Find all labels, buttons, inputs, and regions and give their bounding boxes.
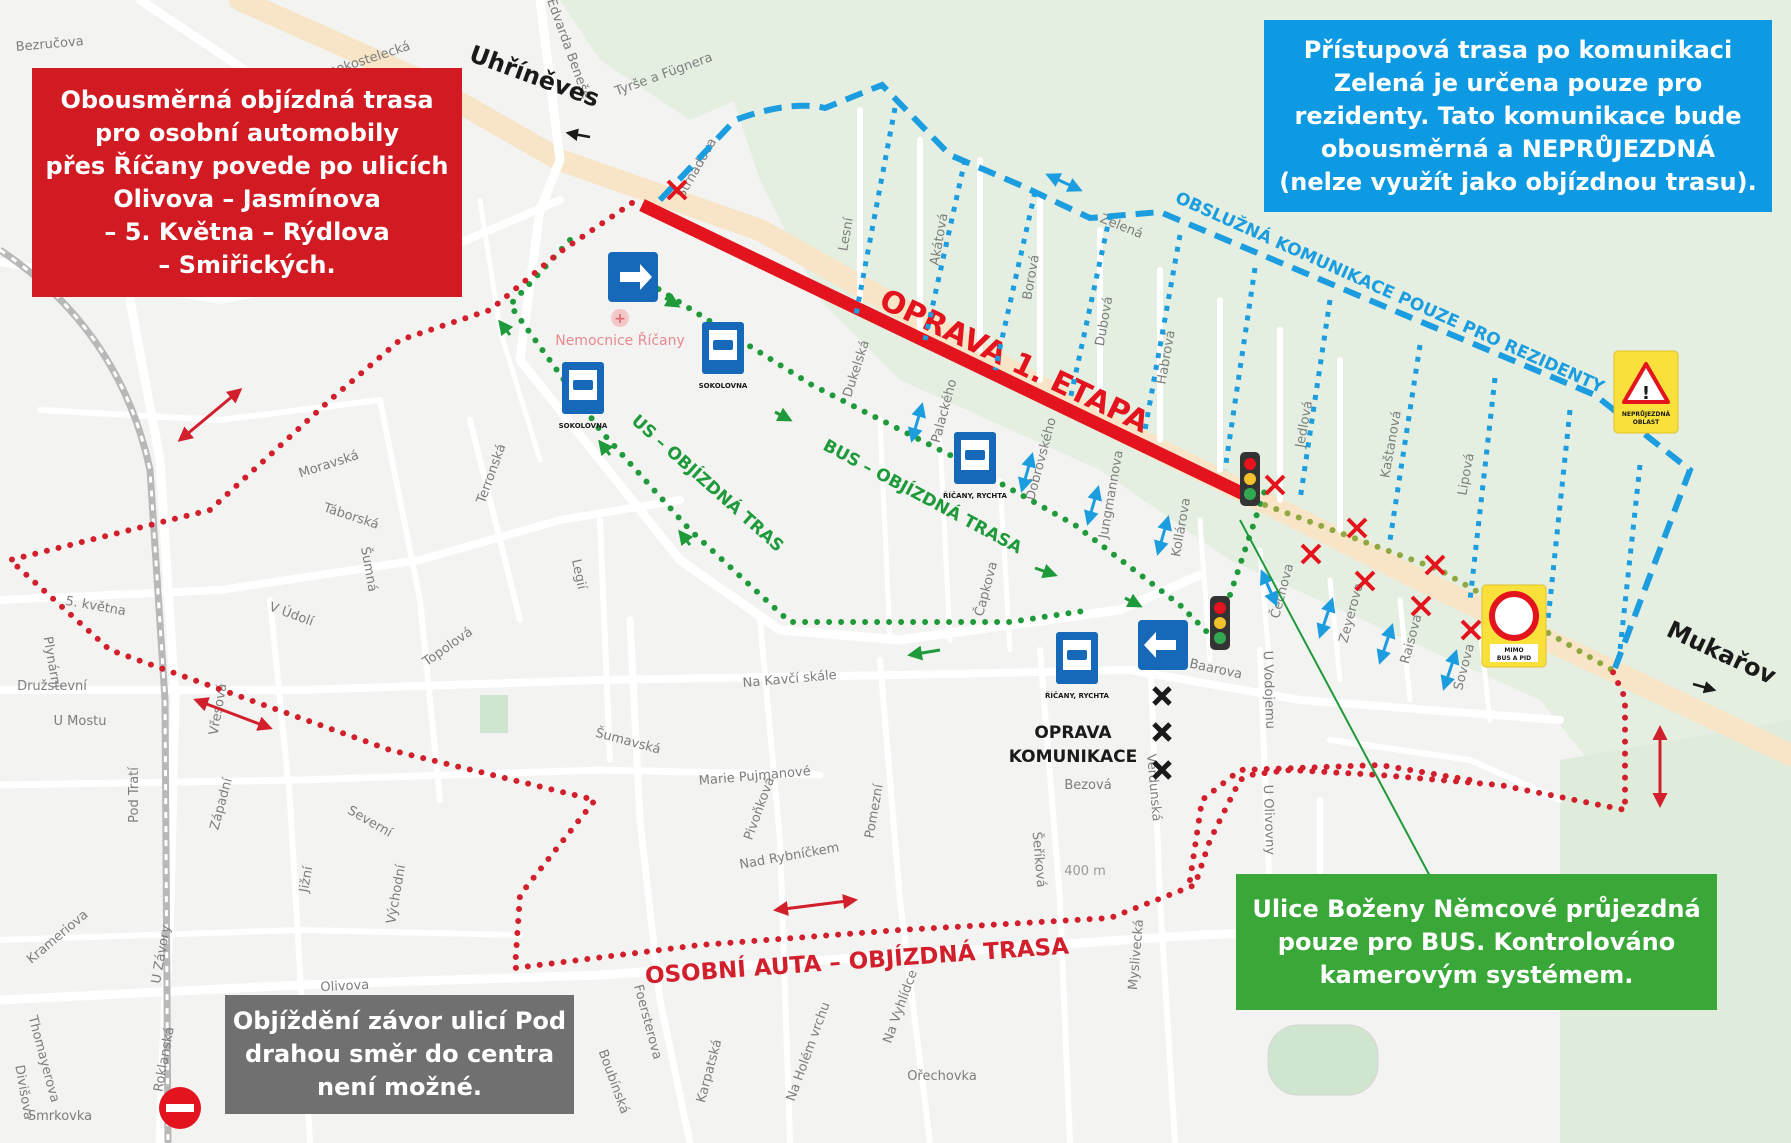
railway-info-line: Objíždění závor ulicí Pod <box>232 1007 567 1035</box>
destination-west-arrow <box>565 128 591 141</box>
street-label: Smrkovka <box>28 1109 92 1124</box>
car-detour-info-line: Obousměrná objízdná trasa <box>60 85 434 114</box>
street-label: Bezručova <box>15 34 84 55</box>
bus-stop-ricany-rychta-2: ŘÍČANY, RYCHTA <box>1045 632 1110 700</box>
resident-side-streets <box>852 107 1643 651</box>
svg-text:OBLAST: OBLAST <box>1633 419 1660 426</box>
car-two-way-arrows <box>177 388 1668 916</box>
railway-info-line: drahou směr do centra <box>244 1040 555 1068</box>
svg-text:ŘÍČANY, RYCHTA: ŘÍČANY, RYCHTA <box>943 491 1007 500</box>
street-label: Pod Tratí <box>127 767 142 823</box>
street-label: Šumná <box>357 546 381 593</box>
closure-cross <box>1354 570 1376 592</box>
street-label: U Vodojemu <box>1260 651 1278 730</box>
street-label: Ořechovka <box>907 1069 977 1084</box>
closure-cross <box>1410 595 1432 617</box>
repair-section <box>639 199 1255 504</box>
car-detour-route-east <box>1187 761 1473 883</box>
no-entry-sign: MIMO BUS A PID <box>1481 584 1547 668</box>
car-detour-info-line: – Smiřických. <box>158 250 336 279</box>
street-label: Legií <box>568 558 589 591</box>
street-label: Družstevní <box>17 679 87 694</box>
direction-sign-west <box>1138 620 1188 670</box>
street-label: Lesní <box>836 216 857 252</box>
no-entry-icon <box>159 1087 201 1129</box>
sports-field <box>1267 1024 1379 1096</box>
car-detour-info-box: Obousměrná objízdná trasa pro osobní aut… <box>32 68 462 297</box>
car-detour-route <box>3 200 1628 972</box>
warning-sign-no-through: ! NEPRŮJEZDNÁ OBLAST <box>1613 350 1679 434</box>
resident-info-line: rezidenty. Tato komunikace bude <box>1294 101 1742 130</box>
hospital-label: Nemocnice Říčany <box>555 332 685 349</box>
bus-stop-sokolovna-2: SOKOLOVNA <box>559 362 608 430</box>
bus-direction-arrows <box>498 293 1143 661</box>
closure-cross <box>1300 543 1322 565</box>
svg-text:SOKOLOVNA: SOKOLOVNA <box>699 382 748 390</box>
street-label: Myslivecká <box>1126 919 1147 991</box>
street-label: Bezová <box>1064 778 1111 793</box>
direction-sign-east <box>608 252 658 302</box>
svg-text:!: ! <box>1642 383 1650 404</box>
road-repair-crosses <box>1152 686 1172 780</box>
closure-cross <box>1346 517 1368 539</box>
street-label: Šeříková <box>1029 831 1050 888</box>
street-label: Jižní <box>297 865 317 895</box>
closure-cross <box>1424 554 1446 576</box>
forest-area <box>700 0 1791 1143</box>
closure-cross <box>1460 619 1482 641</box>
resident-access-info-box: Přístupová trasa po komunikaci Zelená je… <box>1264 20 1772 212</box>
car-detour-info-line: přes Říčany povede po ulicích <box>45 151 449 180</box>
bus-stop-sokolovna-1: SOKOLOVNA <box>699 322 748 390</box>
svg-text:ŘÍČANY, RYCHTA: ŘÍČANY, RYCHTA <box>1045 691 1109 700</box>
bus-only-info-line: Ulice Boženy Němcové průjezdná <box>1252 894 1701 923</box>
park-patch <box>480 695 508 733</box>
railway-crossing-info-box: Objíždění závor ulicí Pod drahou směr do… <box>225 995 574 1114</box>
svg-text:SOKOLOVNA: SOKOLOVNA <box>559 422 608 430</box>
car-detour-info-line: – 5. Května – Rýdlova <box>104 217 390 246</box>
bus-detour-route-east <box>1262 502 1615 673</box>
bus-only-info-line: pouze pro BUS. Kontrolováno <box>1277 927 1676 956</box>
resident-info-line: (nelze využít jako objízdnou trasu). <box>1279 167 1757 196</box>
resident-info-line: obousměrná a NEPRŮJEZDNÁ <box>1320 134 1716 163</box>
resident-info-line: Přístupová trasa po komunikaci <box>1303 35 1733 64</box>
bus-only-callout-line <box>1239 519 1433 881</box>
closure-crosses <box>666 179 1482 641</box>
car-detour-info-line: Olivova – Jasmínova <box>113 184 381 213</box>
bus-only-info-line: kamerovým systémem. <box>1319 960 1634 989</box>
resident-info-line: Zelená je určena pouze pro <box>1333 68 1703 97</box>
closure-cross <box>666 179 688 201</box>
road-repair-label-1: OPRAVA <box>1034 723 1112 743</box>
railway-info-line: není možné. <box>317 1073 482 1101</box>
destination-east-arrow <box>1692 681 1717 694</box>
svg-text:NEPRŮJEZDNÁ: NEPRŮJEZDNÁ <box>1622 411 1671 418</box>
street-label: U Olivovny <box>1260 784 1277 855</box>
bus-stop-ricany-rychta-1: ŘÍČANY, RYCHTA <box>943 432 1008 500</box>
traffic-light-1 <box>1240 452 1260 506</box>
bus-only-info-box: Ulice Boženy Němcové průjezdná pouze pro… <box>1236 874 1717 1010</box>
road-repair-label-2: KOMUNIKACE <box>1009 747 1138 767</box>
traffic-light-2 <box>1210 596 1230 650</box>
resident-access-route <box>657 81 1694 670</box>
svg-text:MIMO: MIMO <box>1504 647 1523 654</box>
svg-text:BUS A PID: BUS A PID <box>1497 655 1531 662</box>
bus-detour-route-west <box>506 237 1093 625</box>
forest-area-north <box>560 0 760 120</box>
closure-cross <box>1264 474 1286 496</box>
altitude-label: 400 m <box>1064 864 1106 879</box>
street-label: U Mostu <box>54 714 107 729</box>
hospital-icon <box>611 309 629 327</box>
street-label: Olivova <box>320 978 369 996</box>
car-detour-info-line: pro osobní automobily <box>95 118 399 147</box>
hospital-cross: + <box>614 311 626 327</box>
street-label: Lipová <box>1455 452 1477 497</box>
